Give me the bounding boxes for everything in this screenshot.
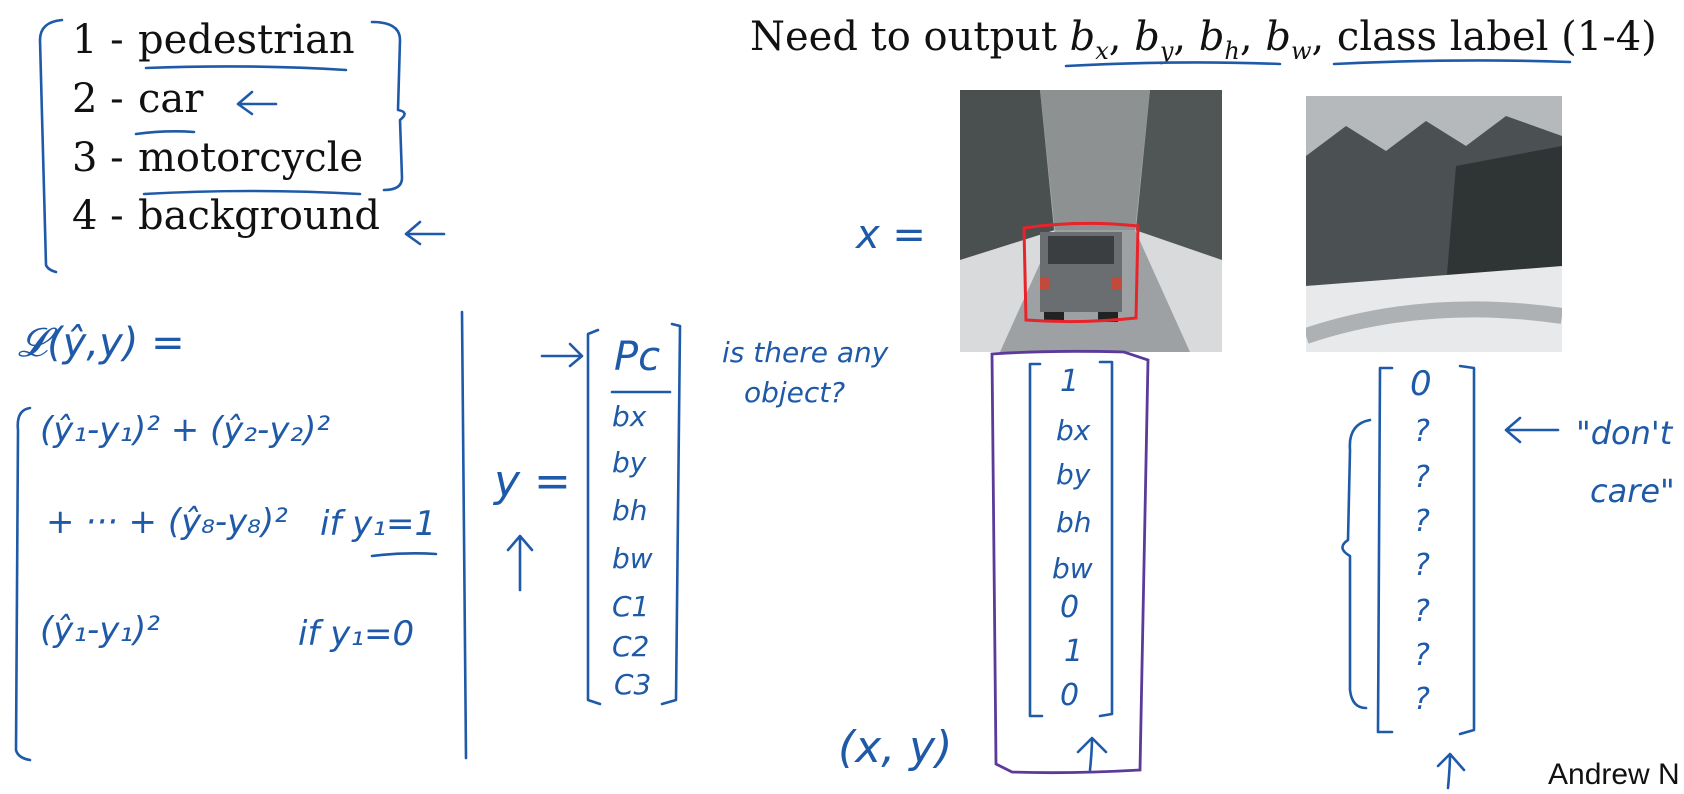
vector-entry: C2 bbox=[612, 630, 650, 663]
vector-entry: Pc bbox=[614, 334, 661, 380]
snowy-road-image bbox=[1306, 96, 1562, 352]
y-equals: y = bbox=[494, 456, 571, 507]
class-item: 3 - motorcycle bbox=[72, 136, 363, 180]
vector-entry: ? bbox=[1414, 638, 1430, 673]
condition-y1-equals-1: if y₁=1 bbox=[320, 504, 437, 544]
loss-case1-line2: + ··· + (ŷ₈-y₈)² bbox=[46, 502, 288, 542]
bg-vector-right bbox=[1458, 364, 1476, 736]
car-road-image bbox=[960, 90, 1222, 352]
bounding-box bbox=[1022, 221, 1140, 324]
underline-y1-1 bbox=[370, 552, 438, 558]
loss-lhs: 𝓛(ŷ,y) = bbox=[18, 320, 185, 366]
dont-care-line2: care" bbox=[1590, 472, 1675, 510]
title-suffix: class label (1-4) bbox=[1336, 14, 1657, 60]
vector-entry: bx bbox=[1056, 414, 1091, 447]
background-photo bbox=[1306, 96, 1562, 352]
y-vector-left bbox=[586, 328, 602, 706]
class-label: background bbox=[138, 193, 381, 239]
vector-entry: ? bbox=[1414, 460, 1430, 495]
vector-entry: 0 bbox=[1060, 590, 1080, 625]
author-credit: Andrew N bbox=[1548, 758, 1680, 791]
class-item: 1 - pedestrian bbox=[72, 18, 355, 62]
left-bracket-stroke bbox=[38, 18, 64, 274]
loss-case1-line1: (ŷ₁-y₁)² + (ŷ₂-y₂)² bbox=[40, 410, 330, 450]
vector-entry: 1 bbox=[1064, 634, 1084, 669]
vector-entry: bw bbox=[612, 542, 653, 575]
vector-entry: C3 bbox=[614, 668, 652, 701]
bg-vector-left bbox=[1376, 366, 1394, 734]
y-vector-right bbox=[660, 322, 682, 706]
purple-box bbox=[990, 349, 1150, 775]
car-vector-left bbox=[1028, 362, 1044, 718]
underline-pedestrian bbox=[144, 65, 348, 72]
arrow-to-pc bbox=[540, 342, 584, 368]
class-label: pedestrian bbox=[138, 17, 355, 63]
title-prefix: Need to output bbox=[750, 14, 1070, 60]
arrow-car bbox=[236, 90, 278, 116]
vector-entry: ? bbox=[1414, 594, 1430, 629]
loss-case2: (ŷ₁-y₁)² bbox=[40, 610, 160, 650]
pc-note-line1: is there any bbox=[722, 336, 889, 369]
arrow-background bbox=[404, 220, 446, 246]
vector-entry: ? bbox=[1414, 548, 1430, 583]
arrow-up-bg bbox=[1436, 752, 1466, 790]
vector-entry: ? bbox=[1414, 504, 1430, 539]
right-bracket-stroke bbox=[370, 20, 406, 192]
x-equals: x = bbox=[856, 212, 926, 258]
class-number: 1 - bbox=[72, 17, 124, 63]
underline-box-vars bbox=[1064, 61, 1282, 68]
class-label: motorcycle bbox=[138, 135, 364, 181]
divider-line bbox=[460, 310, 468, 760]
underline-car bbox=[134, 130, 196, 136]
loss-brace bbox=[14, 406, 32, 762]
underline-motorcycle bbox=[142, 189, 362, 196]
dont-care-line1: "don't bbox=[1576, 414, 1673, 452]
title-var: bh bbox=[1198, 14, 1240, 65]
class-number: 3 - bbox=[72, 135, 124, 181]
car-vector-right bbox=[1098, 360, 1114, 718]
vector-entry: 0 bbox=[1410, 364, 1432, 404]
title-var: bw bbox=[1265, 14, 1312, 65]
title-var: bx bbox=[1069, 14, 1109, 65]
xy-pair: (x, y) bbox=[838, 722, 953, 773]
vector-entry: ? bbox=[1414, 414, 1430, 449]
class-number: 4 - bbox=[72, 193, 124, 239]
class-label: car bbox=[138, 76, 204, 122]
arrow-dont-care bbox=[1504, 416, 1560, 444]
condition-y1-equals-0: if y₁=0 bbox=[298, 614, 415, 654]
bg-brace bbox=[1341, 418, 1372, 710]
vector-entry: by bbox=[612, 446, 647, 479]
car-photo bbox=[960, 90, 1222, 352]
vector-entry: bw bbox=[1052, 552, 1093, 585]
vector-entry: C1 bbox=[612, 590, 650, 623]
title-var: by bbox=[1134, 14, 1174, 65]
class-item: 2 - car bbox=[72, 77, 203, 121]
underline-class-label bbox=[1332, 59, 1572, 66]
vector-entry: ? bbox=[1414, 682, 1430, 717]
vector-entry: by bbox=[1056, 458, 1091, 491]
vector-entry: 1 bbox=[1060, 364, 1080, 399]
vector-entry: 0 bbox=[1060, 678, 1080, 713]
pc-note-line2: object? bbox=[744, 376, 846, 409]
vector-entry: bh bbox=[1056, 506, 1092, 539]
class-item: 4 - background bbox=[72, 194, 380, 238]
class-number: 2 - bbox=[72, 76, 124, 122]
arrow-up-xy bbox=[1076, 736, 1108, 772]
vector-entry: bx bbox=[612, 400, 647, 433]
vector-entry: bh bbox=[612, 494, 648, 527]
arrow-up-y bbox=[506, 534, 534, 592]
slide-title: Need to output bx, by, bh, bw, class lab… bbox=[750, 14, 1657, 65]
